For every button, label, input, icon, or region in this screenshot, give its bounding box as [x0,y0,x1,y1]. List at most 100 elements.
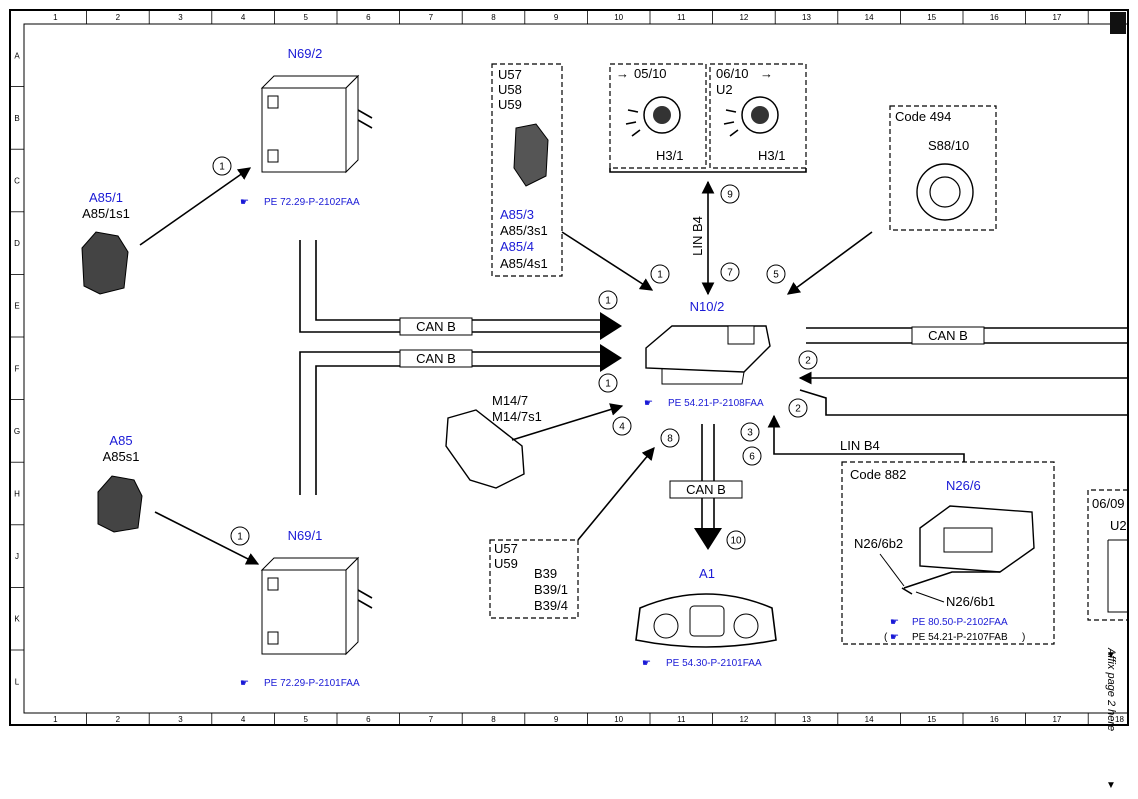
partial-right-code: 06/09 [1092,496,1125,511]
grid-col-label: 12 [739,13,748,22]
circled-number: 8 [660,428,680,448]
grid-row-label: D [14,239,20,248]
h3-left-label: H3/1 [656,148,683,163]
grid-col-label: 9 [554,13,559,22]
grid-col-label: 1 [53,13,58,22]
grid-col-label: 13 [802,715,811,724]
circled-number: 2 [798,350,818,370]
n10-2-ref[interactable]: PE 54.21-P-2108FAA [668,398,764,409]
can-b-label-down: CAN B [686,482,726,497]
grid-row-label: A [14,51,20,60]
window-switch-icon [513,123,549,187]
module-n69-1[interactable]: N69/1 ☛ PE 72.29-P-2101FAA [240,528,373,689]
a85-3s1-label: A85/3s1 [500,223,548,238]
can-b-label-box-1 [399,317,473,336]
n69-1-ref[interactable]: PE 72.29-P-2101FAA [264,678,360,689]
circled-number: 9 [720,184,740,204]
circled-number: 6 [742,446,762,466]
grid-col-label: 11 [677,715,686,724]
a85-4s1-label: A85/4s1 [500,256,548,271]
affix-arrow-top-icon: ▼ [1106,650,1116,661]
n69-1-housing [261,569,347,655]
lamp-group-h3-1[interactable]: → 05/10 06/10 → U2 H3/1 H3/1 [609,63,807,173]
instrument-cluster-a1[interactable]: A1 ☛ PE 54.30-P-2101FAA [635,566,777,669]
grid-col-label: 9 [554,715,559,724]
lin-b4-label-horizontal: LIN B4 [840,438,880,453]
lin-b4-label-vertical: LIN B4 [690,216,705,256]
arrow-a85-to-n69-1 [154,511,260,565]
grid-col-label: 3 [178,715,183,724]
n69-2-connector-icon [357,109,373,129]
group-u57-line-2: U58 [498,82,522,97]
svg-text:1: 1 [219,162,225,173]
grid-row-label: J [15,552,19,561]
grid-col-label: 18 [1115,715,1124,724]
a85-1-component-icon [81,231,129,295]
b39-label: B39 [534,566,557,581]
h3-left-code: 05/10 [634,66,667,81]
arrow-b39-to-n10-2 [577,447,655,541]
grid-col-label: 1 [53,715,58,724]
group-b39-left-2: U59 [494,556,518,571]
arrow-code494-to-n10-2 [786,231,873,295]
grid-col-label: 16 [990,13,999,22]
circled-number: 1 [650,264,670,284]
svg-text:1: 1 [605,296,611,307]
can-b-arrowhead-upper-icon [600,312,622,340]
n26-6b2-label: N26/6b2 [854,536,903,551]
a1-ref[interactable]: PE 54.30-P-2101FAA [666,658,762,669]
svg-text:6: 6 [749,452,755,463]
grid-row-label: K [14,615,20,624]
grid-col-label: 11 [677,13,686,22]
actuator-m14-7[interactable]: M14/7 M14/7s1 [445,393,542,489]
a85-sublabel: A85s1 [103,449,140,464]
module-n10-2[interactable]: N10/2 ☛ PE 54.21-P-2108FAA [644,299,771,409]
switch-a85-1[interactable]: A85/1 A85/1s1 [81,190,130,295]
circled-number: 1 [230,526,250,546]
circled-number: 1 [598,290,618,310]
n69-1-connector-icon [357,589,373,609]
grid-col-label: 7 [429,715,434,724]
grid-col-label: 8 [491,13,496,22]
svg-text:5: 5 [773,270,779,281]
n69-1-ref-icon: ☛ [240,678,249,689]
a85-component-icon [97,475,143,533]
group-code-882[interactable]: Code 882 N26/6 N26/6b2 N26/6b1 ☛ PE 80.5… [841,461,1055,645]
h3-right-label: H3/1 [758,148,785,163]
group-code-494[interactable]: Code 494 S88/10 [889,105,997,231]
group-u57-u58-u59[interactable]: U57 U58 U59 A85/3 A85/3s1 A85/4 A85/4s1 [491,63,563,277]
grid-col-label: 14 [865,13,874,22]
grid-row-label: C [14,177,20,186]
arrow-m14-7-to-n10-2 [511,403,624,441]
module-n69-2[interactable]: N69/2 ☛ PE 72.29-P-2102FAA [240,46,373,208]
inner-frame [23,23,1129,714]
group-u57-u59-b39[interactable]: U57 U59 B39 B39/1 B39/4 [489,539,579,619]
circled-number: 5 [766,264,786,284]
circled-number: 3 [740,422,760,442]
n26-6-ref2[interactable]: PE 54.21-P-2107FAB [912,632,1008,643]
grid-row-label: L [15,677,20,686]
circled-number: 4 [612,416,632,436]
n26-6-ref2-icon: ☛ [890,632,899,643]
grid-col-label: 5 [303,715,308,724]
affix-arrow-bottom-icon: ▼ [1106,780,1116,791]
n69-2-label: N69/2 [288,46,323,61]
n26-6-ref1[interactable]: PE 80.50-P-2102FAA [912,617,1008,628]
grid-col-label: 4 [241,13,246,22]
grid-col-label: 6 [366,13,371,22]
a85-1-sublabel: A85/1s1 [82,206,130,221]
group-u57-box [491,63,563,277]
a1-cluster-icon [635,593,777,648]
n69-2-ref[interactable]: PE 72.29-P-2102FAA [264,197,360,208]
switch-a85[interactable]: A85 A85s1 [97,433,143,533]
group-partial-right[interactable]: 06/09 U2 [1087,489,1128,621]
circled-number: 2 [788,398,808,418]
svg-text:1: 1 [237,532,243,543]
h3-right-code: 06/10 [716,66,749,81]
a85-3-label: A85/3 [500,207,534,222]
circled-number: 10 [726,530,746,550]
